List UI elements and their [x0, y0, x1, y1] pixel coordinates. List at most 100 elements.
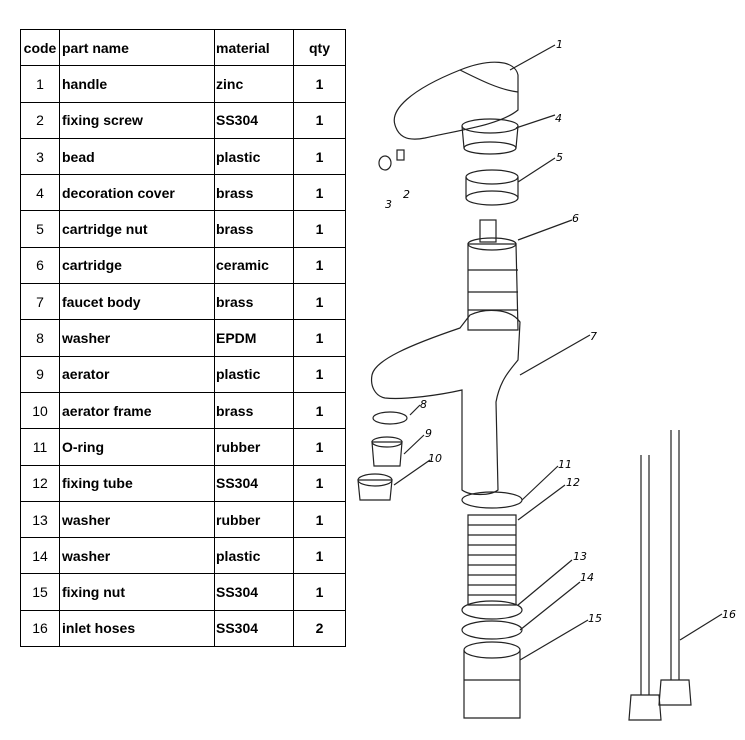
cell-material: brass	[214, 174, 294, 212]
callout-10: 10	[428, 452, 442, 465]
table-header-row: code part name material qty	[20, 28, 346, 67]
cell-qty: 1	[293, 137, 346, 176]
cell-material: rubber	[214, 428, 294, 466]
cell-material: zinc	[214, 65, 294, 103]
cell-qty: 1	[293, 319, 346, 357]
cell-code: 5	[20, 210, 60, 248]
cell-part-name: washer	[59, 537, 215, 575]
cell-code: 8	[20, 319, 60, 357]
aerator-part	[371, 441, 403, 467]
cell-code: 12	[20, 464, 60, 502]
cell-code: 13	[20, 500, 60, 539]
inlet-hose-right	[670, 430, 680, 680]
cell-material: SS304	[214, 609, 294, 648]
cell-qty: 1	[293, 500, 346, 539]
bead-part	[378, 155, 392, 171]
cell-material: SS304	[214, 573, 294, 611]
cell-part-name: bead	[59, 137, 215, 176]
cell-code: 2	[20, 101, 60, 139]
cell-qty: 1	[293, 428, 346, 466]
inlet-hose-left	[640, 455, 650, 695]
handle-part	[393, 61, 519, 140]
cell-part-name: cartridge	[59, 246, 215, 285]
exploded-faucet-diagram: 1 2 3 4 5 6 7 8 9 10 11 12 13 14 15 16	[357, 38, 736, 721]
o-ring-part	[461, 491, 523, 509]
callout-3: 3	[385, 198, 392, 211]
cell-qty: 1	[293, 537, 346, 575]
header-part-name: part name	[59, 28, 215, 67]
cell-part-name: aerator frame	[59, 391, 215, 430]
cell-code: 11	[20, 428, 60, 466]
cell-part-name: fixing screw	[59, 101, 215, 139]
callout-9: 9	[425, 427, 432, 440]
callout-1: 1	[556, 38, 563, 51]
washer-14-part	[461, 620, 523, 640]
cell-code: 16	[20, 609, 60, 648]
aerator-frame-part	[357, 479, 393, 501]
cell-part-name: inlet hoses	[59, 609, 215, 648]
callout-7: 7	[590, 330, 597, 343]
cell-code: 10	[20, 391, 60, 430]
callout-13: 13	[573, 550, 587, 563]
cell-qty: 1	[293, 174, 346, 212]
cell-part-name: decoration cover	[59, 174, 215, 212]
cell-qty: 1	[293, 283, 346, 321]
callout-14: 14	[580, 571, 594, 584]
cell-qty: 1	[293, 355, 346, 393]
cell-material: EPDM	[214, 319, 294, 357]
cell-part-name: washer	[59, 500, 215, 539]
cell-material: plastic	[214, 355, 294, 393]
fixing-screw-part	[396, 149, 405, 161]
cell-qty: 1	[293, 101, 346, 139]
callout-11: 11	[558, 458, 572, 471]
cartridge-stem	[479, 219, 497, 243]
faucet-body-part	[370, 309, 521, 496]
callout-6: 6	[572, 212, 579, 225]
cell-material: plastic	[214, 137, 294, 176]
callout-15: 15	[588, 612, 602, 625]
decoration-cover-part	[461, 118, 519, 134]
cell-code: 6	[20, 246, 60, 285]
callout-labels: 1 2 3 4 5 6 7 8 9 10 11 12 13 14 15 16	[385, 38, 736, 625]
cartridge-part	[467, 243, 519, 331]
callout-16: 16	[722, 608, 736, 621]
cell-qty: 1	[293, 391, 346, 430]
cell-code: 9	[20, 355, 60, 393]
cell-qty: 1	[293, 573, 346, 611]
cell-qty: 1	[293, 464, 346, 502]
cell-part-name: fixing nut	[59, 573, 215, 611]
washer-13-part	[461, 600, 523, 620]
cell-part-name: fixing tube	[59, 464, 215, 502]
cell-material: brass	[214, 283, 294, 321]
cell-code: 4	[20, 174, 60, 212]
cell-part-name: washer	[59, 319, 215, 357]
cell-qty: 1	[293, 246, 346, 285]
cell-part-name: cartridge nut	[59, 210, 215, 248]
cell-qty: 1	[293, 65, 346, 103]
cell-part-name: O-ring	[59, 428, 215, 466]
cartridge-nut-part	[465, 169, 519, 185]
washer-8-part	[372, 411, 408, 425]
header-code: code	[20, 28, 60, 67]
cell-material: brass	[214, 391, 294, 430]
cell-material: brass	[214, 210, 294, 248]
callout-2: 2	[403, 188, 410, 201]
cell-code: 7	[20, 283, 60, 321]
